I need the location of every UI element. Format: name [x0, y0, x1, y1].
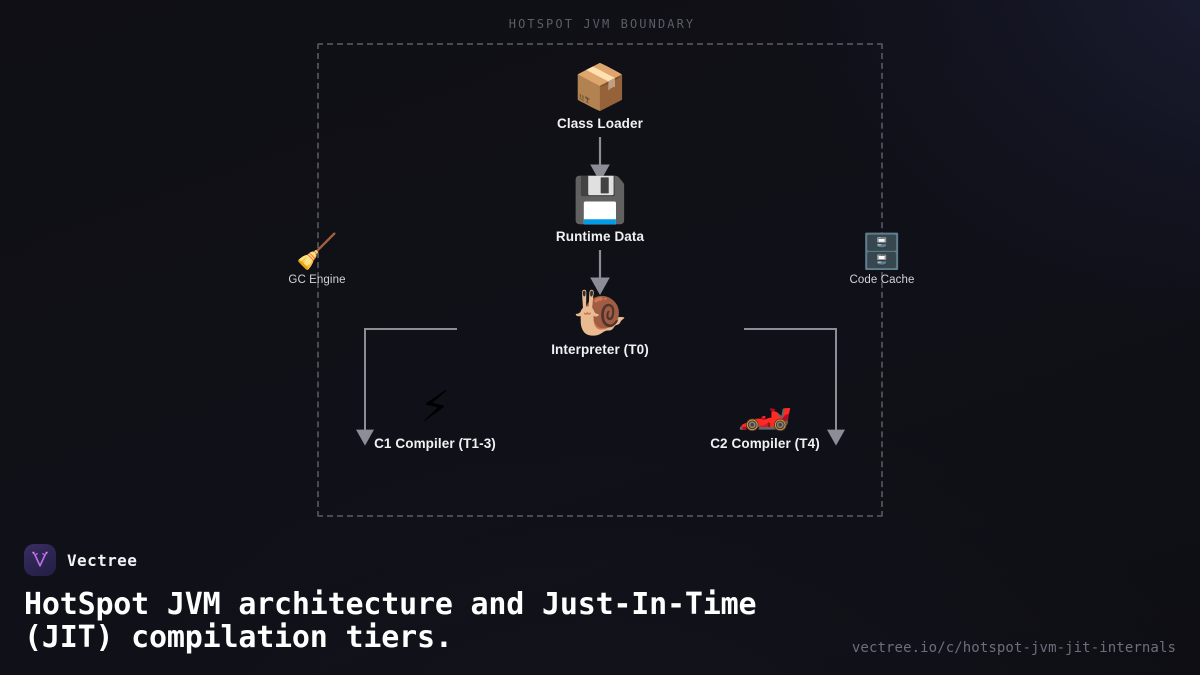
source-url: vectree.io/c/hotspot-jvm-jit-internals	[851, 640, 1176, 656]
headline: HotSpot JVM architecture and Just-In-Tim…	[24, 587, 757, 655]
snail-icon: 🐌	[572, 288, 628, 339]
node-gc-engine[interactable]: 🧹 GC Engine	[202, 232, 432, 286]
broom-icon: 🧹	[295, 232, 339, 272]
node-interpreter[interactable]: 🐌 Interpreter (T0)	[485, 288, 715, 357]
brand-block: Vectree	[24, 544, 1176, 576]
file-cabinet-icon: 🗄️	[860, 232, 904, 272]
node-runtime-data[interactable]: 💾 Runtime Data	[485, 175, 715, 244]
floppy-disk-icon: 💾	[572, 175, 628, 226]
package-box-icon: 📦	[572, 62, 628, 113]
node-code-cache[interactable]: 🗄️ Code Cache	[767, 232, 997, 286]
node-label-c1-compiler: C1 Compiler (T1-3)	[374, 436, 496, 451]
jvm-boundary-label: HOTSPOT JVM BOUNDARY	[508, 17, 696, 31]
jvm-boundary-box: HOTSPOT JVM BOUNDARY	[317, 17, 883, 517]
footer: Vectree HotSpot JVM architecture and Jus…	[0, 530, 1200, 675]
node-class-loader[interactable]: 📦 Class Loader	[485, 62, 715, 131]
lightning-bolt-icon: ⚡	[419, 382, 451, 433]
node-label-gc-engine: GC Engine	[288, 274, 346, 286]
node-label-runtime-data: Runtime Data	[555, 229, 645, 244]
node-label-class-loader: Class Loader	[557, 116, 643, 131]
node-label-interpreter: Interpreter (T0)	[551, 342, 649, 357]
node-c1-compiler[interactable]: ⚡ C1 Compiler (T1-3)	[320, 382, 550, 451]
vectree-logo-icon	[24, 544, 56, 576]
node-label-code-cache: Code Cache	[849, 274, 915, 286]
racing-car-icon: 🏎️	[737, 382, 793, 433]
node-c2-compiler[interactable]: 🏎️ C2 Compiler (T4)	[650, 382, 880, 451]
brand-name: Vectree	[67, 550, 138, 570]
node-label-c2-compiler: C2 Compiler (T4)	[710, 436, 820, 451]
diagram-area: HOTSPOT JVM BOUNDARY 📦 Class Loader 💾 Ru…	[202, 17, 997, 517]
